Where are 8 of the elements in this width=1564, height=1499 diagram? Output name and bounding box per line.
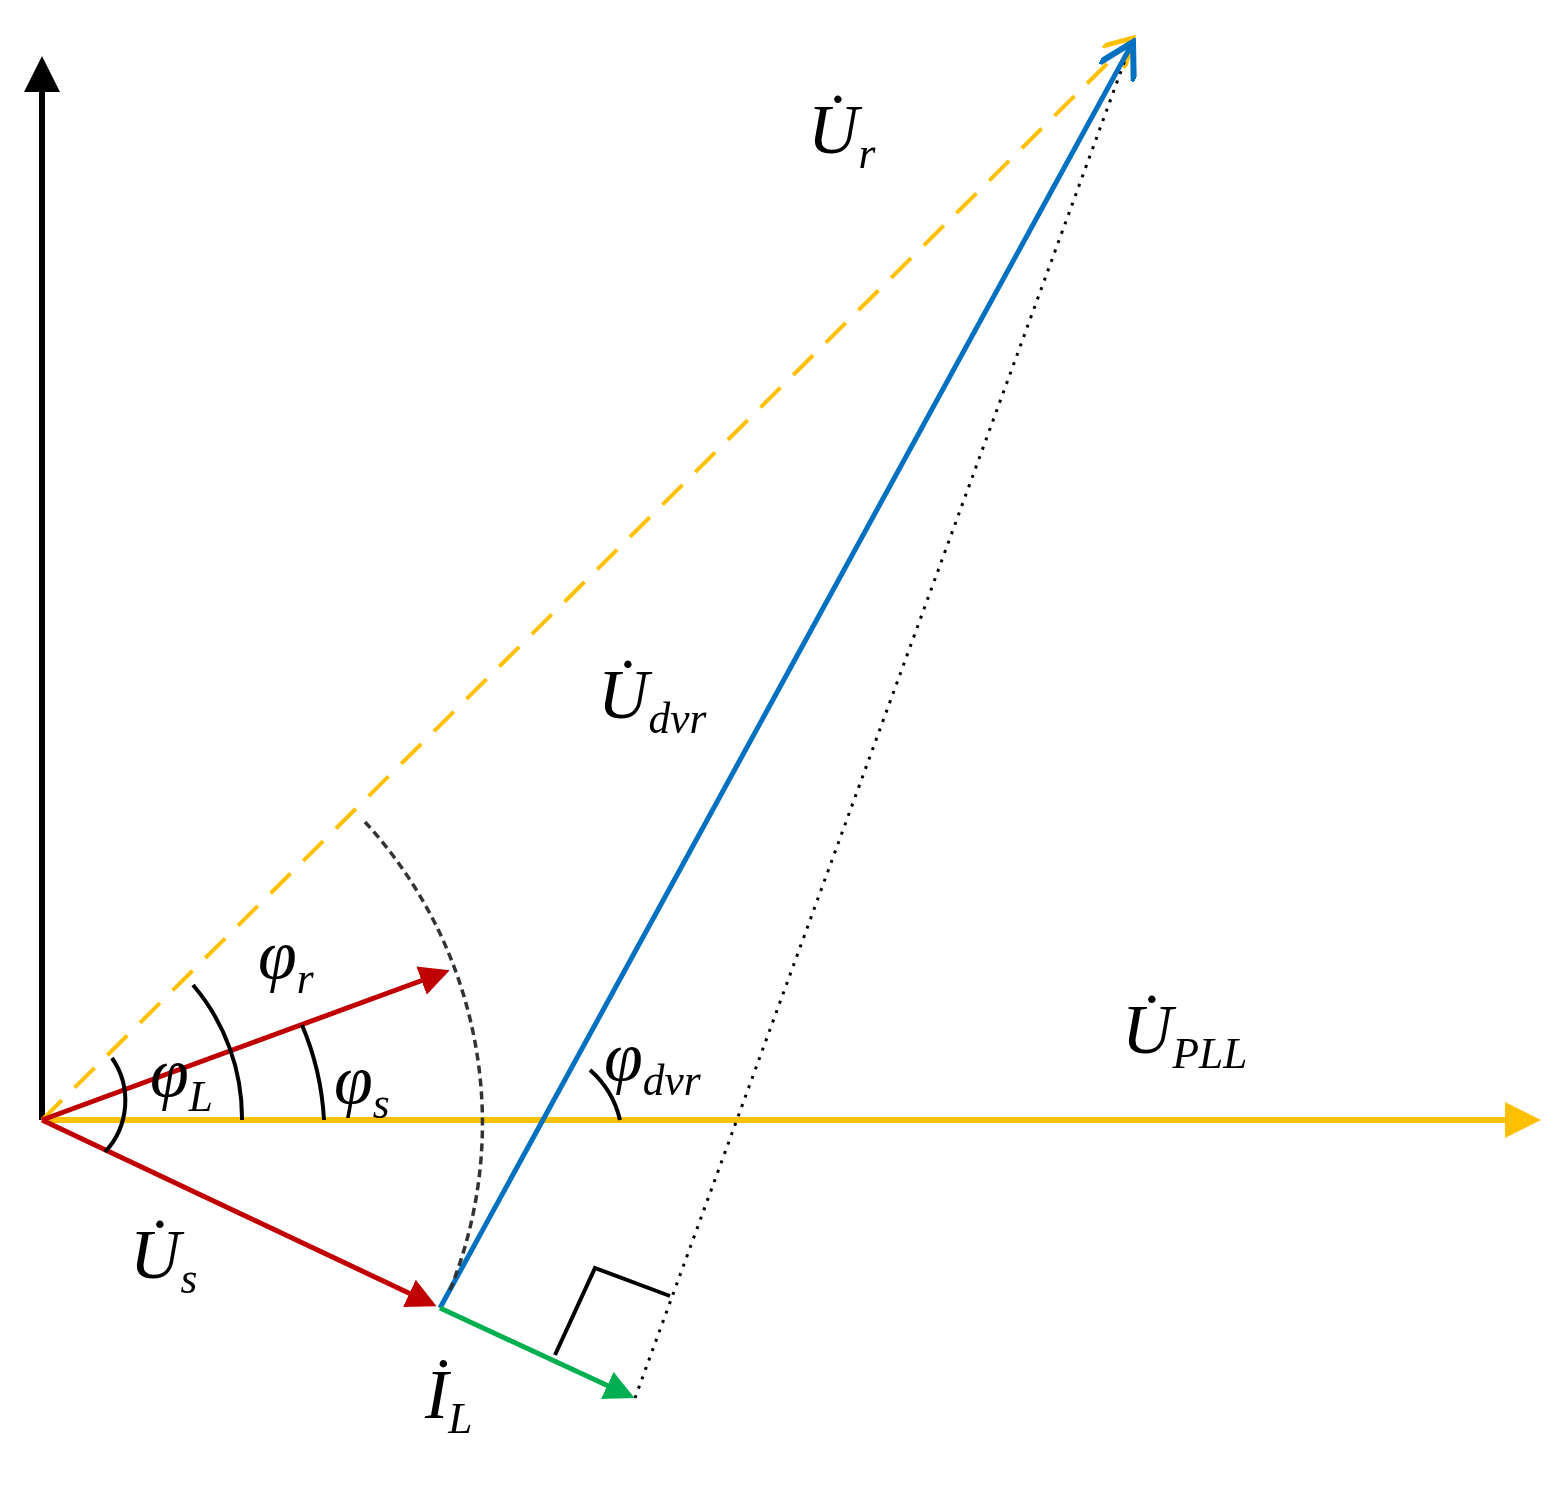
angle-label: φ$_{s}$: [334, 1045, 390, 1126]
phasor-label: U̇$_{r}$: [808, 95, 876, 176]
phasor-label: İ$_{L}$: [425, 1360, 473, 1441]
phasor-label: U̇$_{PLL}$: [1122, 995, 1248, 1076]
phasor-label: U̇$_{s}$: [130, 1220, 198, 1301]
angle-label: φ$_{dvr}$: [604, 1022, 701, 1103]
angle-label: φ$_{r}$: [258, 920, 314, 1001]
phasor-label: U̇$_{dvr}$: [598, 660, 707, 741]
